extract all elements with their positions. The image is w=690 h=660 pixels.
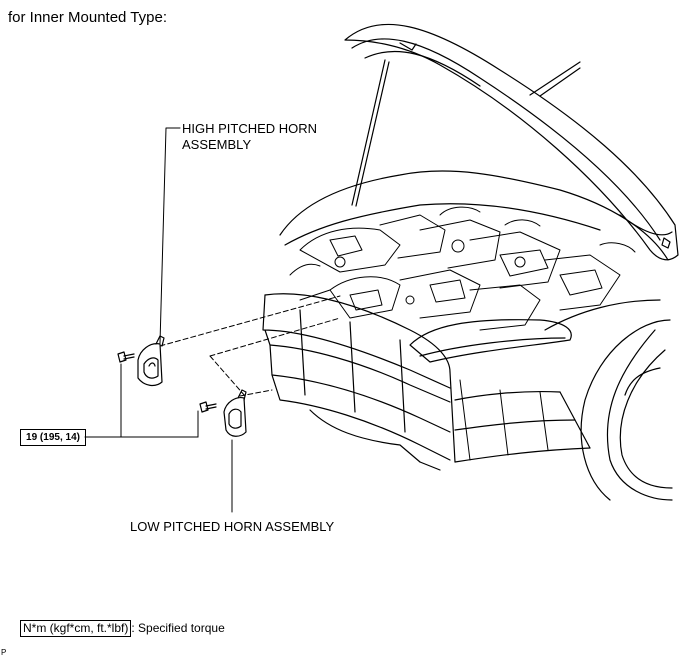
low-pitched-horn	[223, 389, 247, 437]
high-pitched-horn-label: HIGH PITCHED HORN ASSEMBLY	[182, 121, 317, 153]
bumper-and-grille	[262, 293, 591, 471]
leader-lines	[84, 127, 233, 513]
diagram-heading: for Inner Mounted Type:	[8, 9, 167, 26]
engine-compartment	[289, 206, 636, 331]
open-hood	[344, 23, 679, 261]
torque-legend: N*m (kgf*cm, ft.*lbf): Specified torque	[20, 620, 225, 637]
hood-support-rod	[351, 59, 386, 206]
high-horn-label-line1: HIGH PITCHED HORN	[182, 121, 318, 136]
torque-legend-text: : Specified torque	[131, 621, 225, 635]
vehicle-front-illustration	[262, 23, 679, 501]
low-horn-bolt	[199, 401, 217, 413]
torque-unit-box: N*m (kgf*cm, ft.*lbf)	[20, 620, 132, 637]
low-pitched-horn-label: LOW PITCHED HORN ASSEMBLY	[130, 519, 335, 534]
high-horn-label-line2: ASSEMBLY	[182, 137, 252, 152]
high-pitched-horn	[137, 335, 165, 387]
high-horn-bolt	[117, 351, 135, 363]
figure-corner-mark: P	[1, 648, 7, 657]
